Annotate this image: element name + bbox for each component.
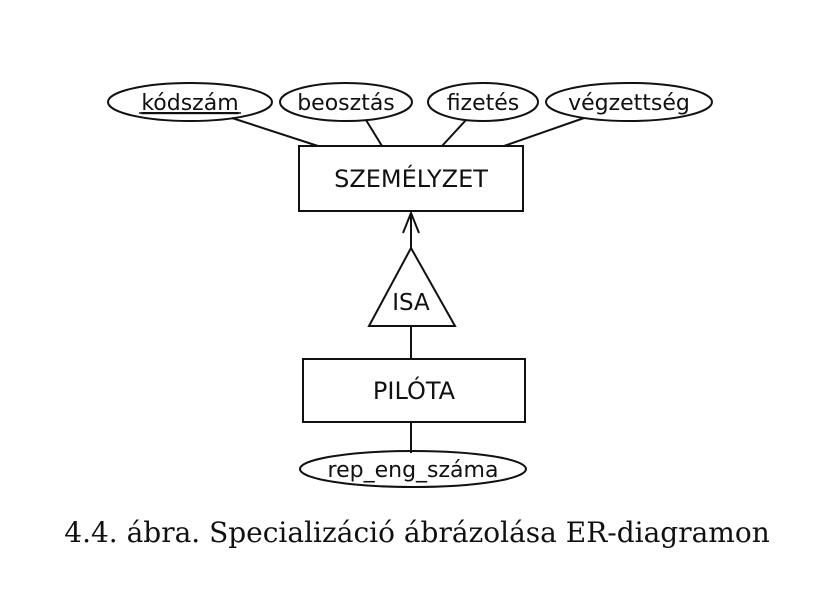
attribute-label-kodszam: kódszám (141, 91, 238, 116)
entity-label-szemelyzet: SZEMÉLYZET (334, 164, 488, 193)
figure-caption: 4.4. ábra. Specializáció ábrázolása ER-d… (64, 516, 770, 549)
isa-label: ISA (392, 290, 430, 316)
connector-beosztas (365, 119, 383, 147)
attribute-label-vegzettseg: végzettség (568, 91, 690, 116)
connector-kodszam (231, 117, 319, 147)
entity-pilota (302, 358, 526, 423)
attribute-label-rep-eng-szama: rep_eng_száma (328, 458, 499, 483)
attribute-fizetes (427, 82, 539, 122)
attribute-kodszam (107, 82, 273, 122)
connector-vegzettseg (503, 117, 585, 147)
attribute-beosztas (279, 82, 413, 122)
isa-arrow-head (402, 210, 420, 234)
attribute-vegzettseg (545, 82, 713, 122)
entity-label-pilota: PILÓTA (373, 375, 456, 405)
attribute-label-fizetes: fizetés (447, 91, 520, 116)
attribute-label-beosztas: beosztás (297, 91, 395, 116)
connector-fizetes (441, 119, 467, 147)
attribute-rep-eng-szama (299, 450, 527, 488)
